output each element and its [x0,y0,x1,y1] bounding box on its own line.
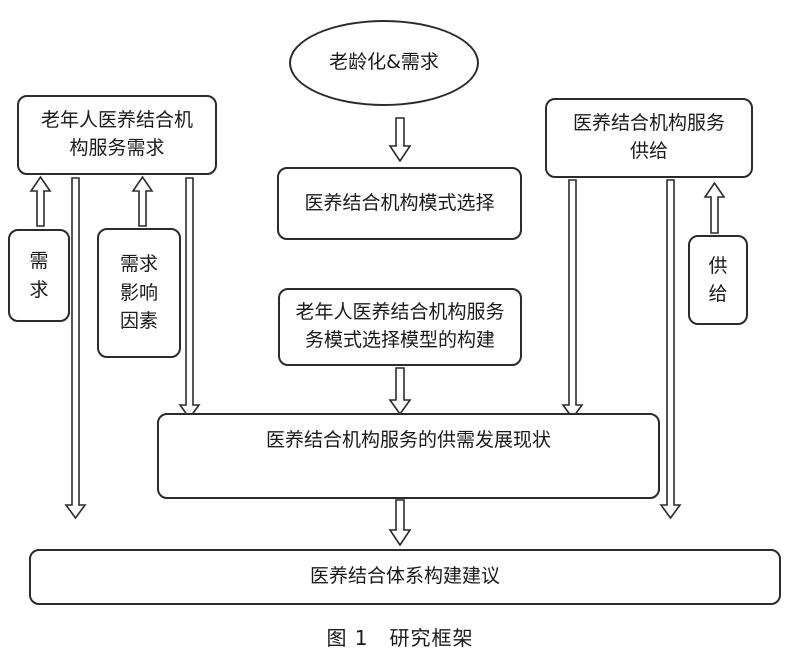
figure-caption: 图 1 研究框架 [326,626,474,650]
supply-label: 供 给 [708,254,728,306]
arrow-supply-up [703,181,726,234]
supply-demand-status-node: 医养结合机构服务的供需发展现状 [157,413,660,499]
arrow-aging-to-mode [388,117,412,163]
model-construction-node: 老年人医养结合机构服务 务模式选择模型的构建 [278,288,522,366]
aging-demand-label: 老龄化&需求 [329,51,439,74]
demand-node: 需 求 [8,229,70,322]
model-construction-label: 老年人医养结合机构服务 务模式选择模型的构建 [295,301,505,351]
supply-demand-status-label: 医养结合机构服务的供需发展现状 [265,429,551,451]
aging-demand-node: 老龄化&需求 [289,20,479,106]
supply-node: 供 给 [688,235,748,325]
mode-selection-node: 医养结合机构模式选择 [277,167,522,240]
elderly-demand-label: 老年人医养结合机 构服务需求 [40,109,193,159]
arrow-supply-to-status [561,179,584,420]
demand-factors-node: 需求 影响 因素 [97,228,181,358]
institution-supply-label: 医养结合机构服务 供给 [572,112,725,162]
arrow-demand-to-status [178,177,201,420]
system-suggestion-node: 医养结合体系构建建议 [29,549,781,605]
elderly-demand-node: 老年人医养结合机 构服务需求 [17,95,217,175]
demand-factors-label: 需求 影响 因素 [119,253,158,333]
arrow-factors-up [131,175,154,227]
demand-label: 需 求 [29,250,49,301]
institution-supply-node: 医养结合机构服务 供给 [545,98,753,178]
arrow-supply-to-suggestion [659,179,682,520]
arrow-status-to-suggestion [388,499,412,547]
arrow-demand-to-suggestion [64,177,87,520]
mode-selection-label: 医养结合机构模式选择 [304,191,495,214]
arrow-demand-up [29,175,52,227]
system-suggestion-label: 医养结合体系构建建议 [309,565,500,588]
arrow-model-to-status [388,367,412,416]
